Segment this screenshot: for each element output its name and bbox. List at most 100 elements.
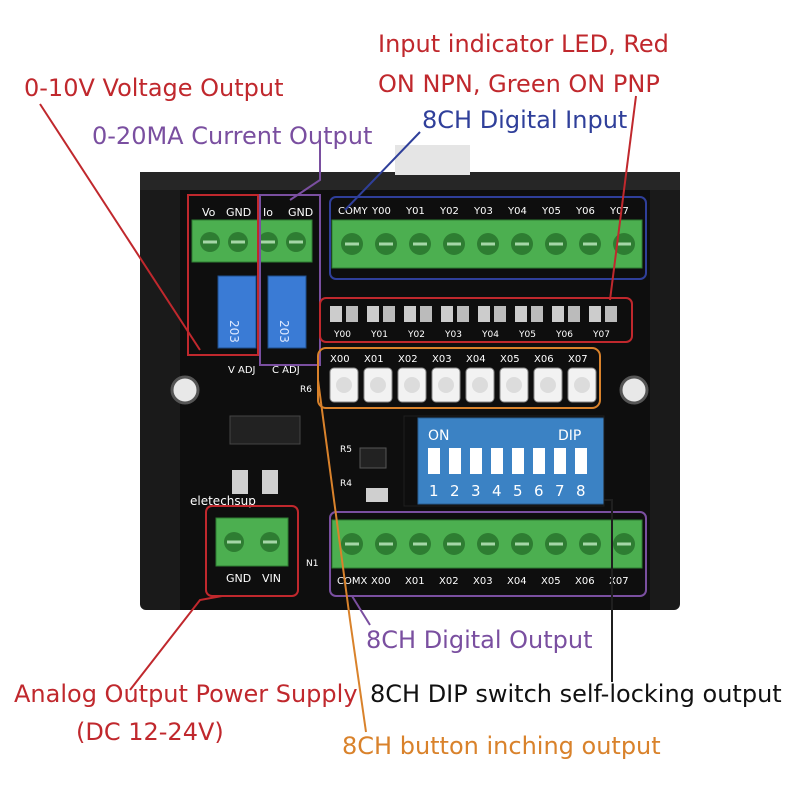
output-terminal-screws bbox=[341, 533, 635, 555]
annotation-digital-input: 8CH Digital Input bbox=[422, 106, 628, 134]
indicator-resistor bbox=[568, 306, 580, 322]
leader-led bbox=[609, 95, 637, 301]
highlight-dip bbox=[403, 415, 605, 507]
indicator-resistor bbox=[605, 306, 617, 322]
indicator-led bbox=[404, 306, 416, 322]
annotation-current-output: 0-20MA Current Output bbox=[92, 122, 373, 150]
led-row bbox=[330, 306, 617, 322]
input-terminal-label: Y03 bbox=[473, 206, 493, 217]
potentiometer-voltage bbox=[217, 275, 257, 349]
input-terminal-label: Y04 bbox=[507, 206, 527, 217]
leader-dip bbox=[604, 499, 613, 682]
indicator-resistor bbox=[457, 306, 469, 322]
push-button-cap bbox=[472, 377, 488, 393]
power-label-gnd: GND bbox=[226, 572, 251, 585]
button-label: X05 bbox=[500, 354, 520, 365]
led-label: Y02 bbox=[407, 330, 425, 340]
indicator-resistor bbox=[383, 306, 395, 322]
dip-switches bbox=[428, 448, 587, 474]
ic-chip bbox=[229, 415, 301, 445]
dip-number: 4 bbox=[492, 482, 502, 500]
button-label: X01 bbox=[364, 354, 384, 365]
highlight-power-supply bbox=[205, 505, 299, 597]
input-terminal-screws bbox=[341, 233, 635, 255]
input-terminal-label: COMY bbox=[338, 206, 368, 217]
highlight-digital-input bbox=[329, 196, 647, 280]
annotation-button-output: 8CH button inching output bbox=[342, 732, 661, 760]
dip-switch-lever[interactable] bbox=[575, 448, 587, 474]
annotation-power-supply-line1: Analog Output Power Supply bbox=[14, 680, 358, 708]
dip-number: 3 bbox=[471, 482, 481, 500]
push-button-cap bbox=[574, 377, 590, 393]
push-button-cap bbox=[404, 377, 420, 393]
input-terminal-label: Y06 bbox=[575, 206, 595, 217]
output-terminal-label: X03 bbox=[473, 576, 493, 587]
button-label: X00 bbox=[330, 354, 350, 365]
input-terminal-label: Y05 bbox=[541, 206, 561, 217]
dip-number: 6 bbox=[534, 482, 544, 500]
input-terminal-label: Y01 bbox=[405, 206, 425, 217]
dip-number: 7 bbox=[555, 482, 565, 500]
output-terminal-label: COMX bbox=[337, 576, 367, 587]
pot-label-voltage: 203 bbox=[227, 320, 241, 343]
pot-label-current: 203 bbox=[277, 320, 291, 343]
led-label: Y05 bbox=[518, 330, 536, 340]
push-button-cap bbox=[370, 377, 386, 393]
transistor bbox=[359, 447, 387, 469]
pot-silk-c-adj: C ADJ bbox=[272, 365, 300, 376]
dip-switch-lever[interactable] bbox=[491, 448, 503, 474]
terminal-label-gnd-b: GND bbox=[288, 206, 313, 219]
highlight-buttons bbox=[317, 347, 601, 409]
input-terminal-label: Y07 bbox=[609, 206, 629, 217]
dip-switch-lever[interactable] bbox=[428, 448, 440, 474]
dip-number: 2 bbox=[450, 482, 460, 500]
indicator-led bbox=[330, 306, 342, 322]
mounting-hole-right bbox=[619, 375, 649, 405]
input-terminal-label: Y02 bbox=[439, 206, 459, 217]
button-label: X07 bbox=[568, 354, 588, 365]
led-label: Y00 bbox=[333, 330, 351, 340]
highlight-leds bbox=[319, 297, 633, 343]
brand-silkscreen: eletechsup bbox=[190, 494, 256, 508]
terminal-label-gnd-a: GND bbox=[226, 206, 251, 219]
dip-title-label: DIP bbox=[558, 428, 581, 444]
indicator-led bbox=[515, 306, 527, 322]
dip-switch-lever[interactable] bbox=[512, 448, 524, 474]
potentiometer-current bbox=[267, 275, 307, 349]
highlight-voltage-output bbox=[187, 194, 259, 356]
output-terminal-label: X06 bbox=[575, 576, 595, 587]
leader-power-supply bbox=[129, 595, 223, 691]
dip-number: 1 bbox=[429, 482, 439, 500]
indicator-resistor bbox=[494, 306, 506, 322]
indicator-resistor bbox=[420, 306, 432, 322]
led-label: Y03 bbox=[444, 330, 462, 340]
button-label: X02 bbox=[398, 354, 418, 365]
power-label-vin: VIN bbox=[262, 572, 281, 585]
dip-switch-lever[interactable] bbox=[449, 448, 461, 474]
led-label: Y06 bbox=[555, 330, 573, 340]
output-terminal-label: X07 bbox=[609, 576, 629, 587]
power-terminal-block bbox=[215, 517, 289, 567]
input-terminal-label: Y00 bbox=[371, 206, 391, 217]
output-terminal-label: X02 bbox=[439, 576, 459, 587]
dip-switch-lever[interactable] bbox=[470, 448, 482, 474]
dip-switch-lever[interactable] bbox=[554, 448, 566, 474]
housing-top-ledge bbox=[140, 172, 680, 190]
button-label: X04 bbox=[466, 354, 486, 365]
terminal-label-vo: Vo bbox=[202, 206, 216, 219]
pot-silk-v-adj: V ADJ bbox=[228, 365, 256, 376]
capacitor bbox=[366, 488, 388, 502]
silk-r4: R4 bbox=[340, 479, 352, 489]
indicator-led bbox=[441, 306, 453, 322]
indicator-resistor bbox=[531, 306, 543, 322]
leader-current bbox=[289, 140, 321, 201]
smd-component-a bbox=[232, 470, 248, 494]
annotation-led-line1: Input indicator LED, Red bbox=[378, 30, 669, 58]
led-label: Y01 bbox=[370, 330, 388, 340]
leader-button bbox=[317, 379, 367, 733]
dip-switch-lever[interactable] bbox=[533, 448, 545, 474]
annotation-led-line2: ON NPN, Green ON PNP bbox=[378, 70, 660, 98]
mounting-hole-left bbox=[170, 375, 200, 405]
